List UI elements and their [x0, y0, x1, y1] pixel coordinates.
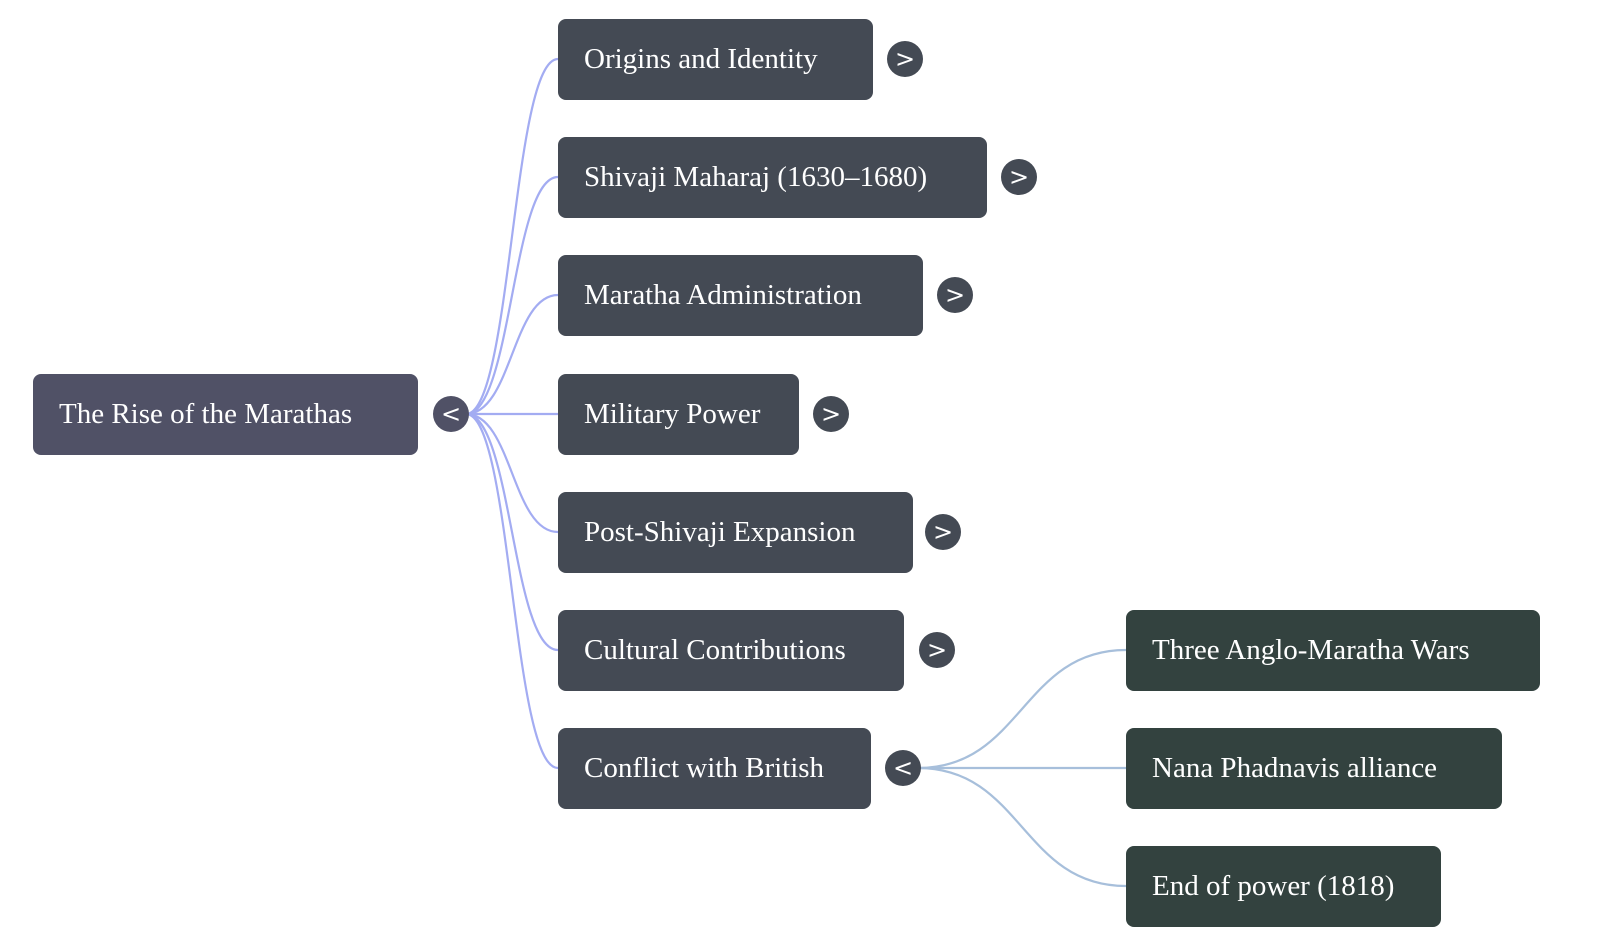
node-label: Maratha Administration	[584, 279, 862, 311]
conflict-link-2	[917, 766, 1127, 888]
node-end-of-power[interactable]: End of power (1818)	[1126, 846, 1441, 927]
node-label: Shivaji Maharaj (1630–1680)	[584, 161, 928, 193]
node-military-power[interactable]: Military Power	[558, 374, 799, 455]
node-label: Conflict with British	[584, 752, 825, 784]
node-label: End of power (1818)	[1152, 870, 1395, 902]
node-label: Military Power	[584, 398, 761, 430]
root-link-0	[465, 57, 559, 416]
collapse-conflict-toggle-icon[interactable]: <	[885, 750, 921, 786]
node-maratha-administration[interactable]: Maratha Administration	[558, 255, 923, 336]
expand-shivaji-toggle-icon[interactable]: >	[1001, 159, 1037, 195]
expand-military-toggle-icon[interactable]: >	[813, 396, 849, 432]
node-nana-phadnavis-alliance[interactable]: Nana Phadnavis alliance	[1126, 728, 1502, 809]
root-node[interactable]: The Rise of the Marathas	[33, 374, 418, 455]
node-cultural-contributions[interactable]: Cultural Contributions	[558, 610, 904, 691]
expand-post-shivaji-toggle-icon[interactable]: >	[925, 514, 961, 550]
root-link-1	[465, 175, 559, 416]
root-node-label: The Rise of the Marathas	[59, 398, 353, 430]
root-link-4	[465, 412, 559, 534]
node-post-shivaji-expansion[interactable]: Post-Shivaji Expansion	[558, 492, 913, 573]
root-link-5	[465, 412, 559, 652]
node-label: Three Anglo-Maratha Wars	[1152, 634, 1470, 666]
conflict-link-0	[917, 648, 1127, 770]
expand-cultural-toggle-icon[interactable]: >	[919, 632, 955, 668]
node-origins-and-identity[interactable]: Origins and Identity	[558, 19, 873, 100]
expand-administration-toggle-icon[interactable]: >	[937, 277, 973, 313]
node-shivaji-maharaj[interactable]: Shivaji Maharaj (1630–1680)	[558, 137, 987, 218]
node-label: Origins and Identity	[584, 43, 818, 75]
node-label: Nana Phadnavis alliance	[1152, 752, 1438, 784]
collapse-root-toggle-icon[interactable]: <	[433, 396, 469, 432]
expand-origins-toggle-icon[interactable]: >	[887, 41, 923, 77]
root-link-6	[465, 412, 559, 770]
root-link-2	[465, 293, 559, 416]
node-label: Cultural Contributions	[584, 634, 846, 666]
node-label: Post-Shivaji Expansion	[584, 516, 856, 548]
node-conflict-with-british[interactable]: Conflict with British	[558, 728, 871, 809]
node-three-anglo-maratha-wars[interactable]: Three Anglo-Maratha Wars	[1126, 610, 1540, 691]
